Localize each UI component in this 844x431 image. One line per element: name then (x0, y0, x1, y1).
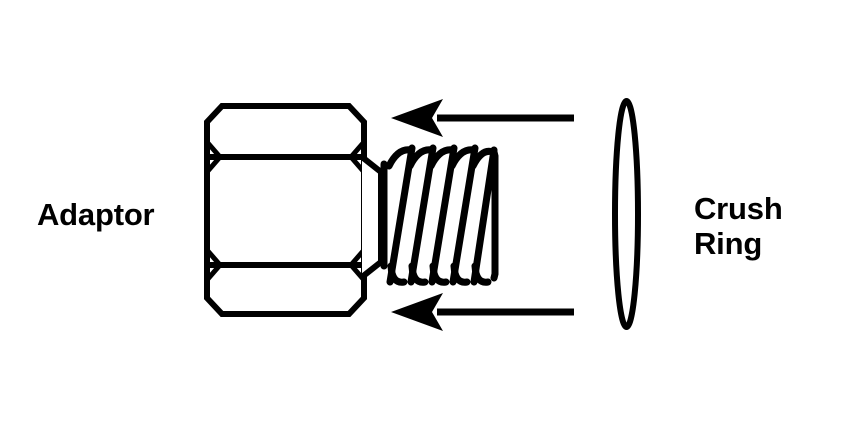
thread-turn-2 (407, 144, 437, 286)
thread-crest-bottom-3 (429, 262, 450, 286)
adaptor-threaded-shank (380, 144, 499, 286)
thread-turns (386, 144, 498, 286)
crush-ring-outline (612, 98, 641, 330)
thread-turn-1 (386, 144, 416, 286)
shank-shoulder-outline (360, 154, 384, 280)
thread-crest-top-2 (406, 146, 436, 170)
adaptor-shank-shoulder (360, 154, 384, 280)
thread-crest-top-1 (385, 146, 415, 170)
hex-chamfer-tick-left-lower (205, 248, 224, 282)
thread-crests-bottom (387, 262, 492, 286)
crush-ring-label-line2: Ring (694, 225, 763, 261)
shank-end-face (490, 148, 499, 282)
thread-crest-bottom-5 (471, 262, 492, 286)
hex-chamfer-tick-left-upper (205, 140, 224, 174)
leader-arrow-top-head (391, 99, 443, 137)
thread-turn-3 (428, 144, 458, 286)
leader-arrow-bottom-head (391, 293, 443, 331)
crush-ring (612, 98, 641, 330)
adaptor-label: Adaptor (37, 197, 155, 232)
thread-turn-5 (470, 146, 498, 286)
thread-crest-bottom-1 (387, 262, 408, 286)
leader-arrow-top (391, 99, 574, 137)
thread-crest-bottom-4 (450, 262, 471, 286)
thread-crest-top-4 (448, 146, 478, 170)
leader-arrow-bottom (391, 293, 574, 331)
hex-body-outline (204, 103, 367, 317)
thread-turn-4 (449, 144, 479, 286)
hex-chamfer-tick-right-lower (347, 248, 366, 282)
crush-ring-label-line1: Crush (694, 191, 783, 226)
thread-crest-top-3 (427, 146, 457, 170)
thread-crest-bottom-2 (408, 262, 429, 286)
hex-chamfer-tick-right-upper (347, 140, 366, 174)
adaptor-hex-body (204, 103, 367, 317)
